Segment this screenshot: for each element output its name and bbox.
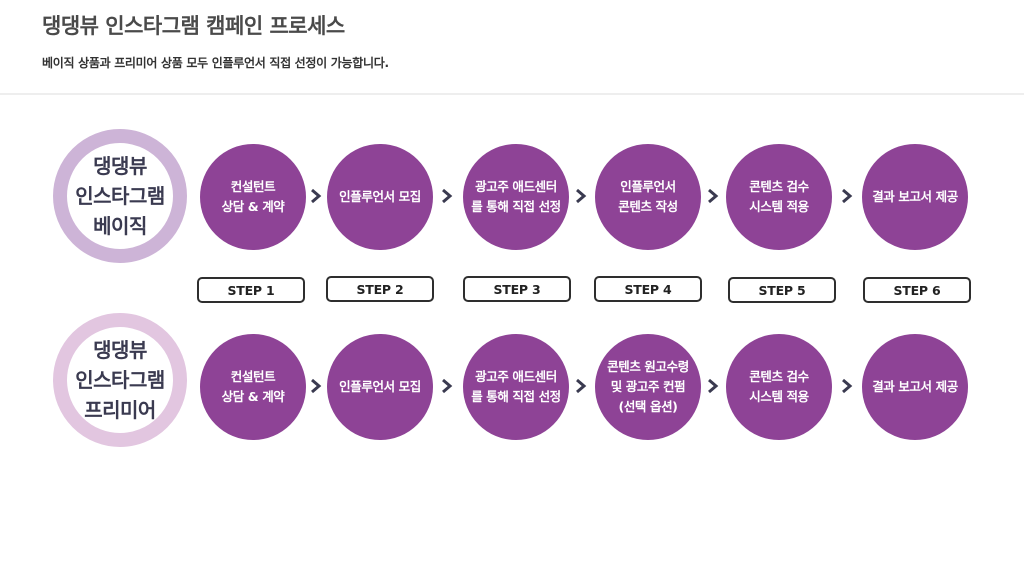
step-label-text: STEP 1 — [227, 282, 275, 298]
premium-step-2: 인플루언서 모집 — [327, 334, 433, 440]
step-text: 인플루언서 모집 — [339, 379, 421, 394]
plan-basic-badge: 댕댕뷰 인스타그램 베이직 — [53, 129, 187, 263]
step-label-text: STEP 5 — [758, 282, 806, 298]
step-label-1: STEP 1 — [197, 277, 305, 303]
chevron-right-icon — [706, 378, 720, 394]
basic-step-1: 컨설턴트 상담 & 계약 — [200, 144, 306, 250]
step-text: 컨설턴트 상담 & 계약 — [221, 369, 285, 404]
step-text: 인플루언서 콘텐츠 작성 — [618, 179, 678, 214]
plan-premium-label: 댕댕뷰 인스타그램 프리미어 — [75, 338, 165, 422]
chevron-right-icon — [574, 378, 588, 394]
step-text: 광고주 애드센터 를 통해 직접 선정 — [471, 369, 561, 404]
step-label-text: STEP 6 — [893, 282, 941, 298]
step-label-3: STEP 3 — [463, 276, 571, 302]
step-label-text: STEP 2 — [356, 281, 404, 297]
premium-step-1: 컨설턴트 상담 & 계약 — [200, 334, 306, 440]
chevron-right-icon — [840, 188, 854, 204]
chevron-right-icon — [440, 188, 454, 204]
basic-step-5: 콘텐츠 검수 시스템 적용 — [726, 144, 832, 250]
premium-step-4: 콘텐츠 원고수령 및 광고주 컨펌 (선택 옵션) — [595, 334, 701, 440]
basic-step-4: 인플루언서 콘텐츠 작성 — [595, 144, 701, 250]
step-text: 인플루언서 모집 — [339, 189, 421, 204]
chevron-right-icon — [440, 378, 454, 394]
step-text: 콘텐츠 검수 시스템 적용 — [749, 369, 809, 404]
page-title: 댕댕뷰 인스타그램 캠페인 프로세스 — [42, 14, 345, 38]
chevron-right-icon — [309, 188, 323, 204]
plan-basic-label: 댕댕뷰 인스타그램 베이직 — [75, 154, 165, 238]
plan-premium-badge: 댕댕뷰 인스타그램 프리미어 — [53, 313, 187, 447]
premium-step-3: 광고주 애드센터 를 통해 직접 선정 — [463, 334, 569, 440]
chevron-right-icon — [574, 188, 588, 204]
page-header: 댕댕뷰 인스타그램 캠페인 프로세스 베이직 상품과 프리미어 상품 모두 인플… — [0, 0, 1024, 95]
page-subtitle: 베이직 상품과 프리미어 상품 모두 인플루언서 직접 선정이 가능합니다. — [42, 56, 389, 70]
premium-step-5: 콘텐츠 검수 시스템 적용 — [726, 334, 832, 440]
step-text: 결과 보고서 제공 — [872, 379, 958, 394]
basic-step-2: 인플루언서 모집 — [327, 144, 433, 250]
step-text: 콘텐츠 원고수령 및 광고주 컨펌 (선택 옵션) — [607, 359, 689, 414]
step-text: 컨설턴트 상담 & 계약 — [221, 179, 285, 214]
chevron-right-icon — [706, 188, 720, 204]
step-label-6: STEP 6 — [863, 277, 971, 303]
step-label-4: STEP 4 — [594, 276, 702, 302]
chevron-right-icon — [309, 378, 323, 394]
step-label-5: STEP 5 — [728, 277, 836, 303]
step-label-text: STEP 3 — [493, 281, 541, 297]
basic-step-3: 광고주 애드센터 를 통해 직접 선정 — [463, 144, 569, 250]
step-label-text: STEP 4 — [624, 281, 672, 297]
step-text: 광고주 애드센터 를 통해 직접 선정 — [471, 179, 561, 214]
step-text: 콘텐츠 검수 시스템 적용 — [749, 179, 809, 214]
basic-step-6: 결과 보고서 제공 — [862, 144, 968, 250]
premium-step-6: 결과 보고서 제공 — [862, 334, 968, 440]
step-label-2: STEP 2 — [326, 276, 434, 302]
step-text: 결과 보고서 제공 — [872, 189, 958, 204]
chevron-right-icon — [840, 378, 854, 394]
